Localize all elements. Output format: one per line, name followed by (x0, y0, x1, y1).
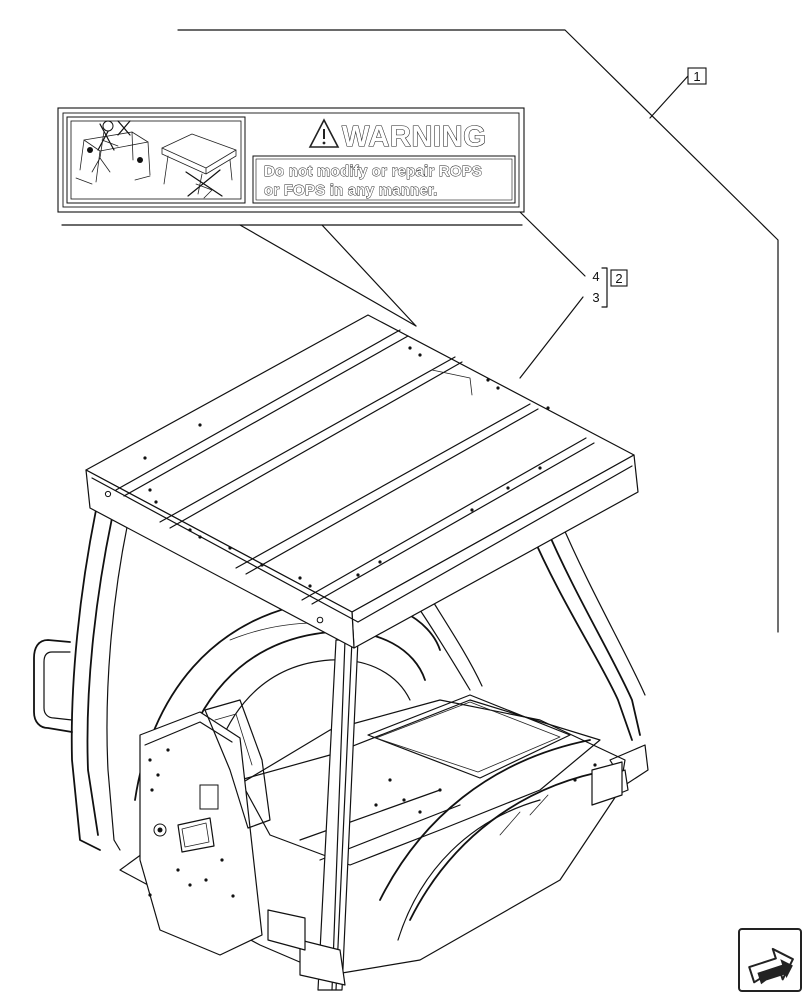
warning-title: WARNING (342, 121, 486, 153)
canopy-crossed-out-icon (161, 133, 237, 199)
callout-3-number: 3 (592, 290, 599, 305)
callout-4-number: 4 (592, 269, 599, 284)
rops-cab-frame (33, 314, 649, 991)
callout-4[interactable]: 4 (592, 269, 599, 284)
warning-heading: WARNING (308, 118, 486, 154)
welder-crossed-out-icon (75, 120, 151, 185)
callout-1[interactable]: 1 (687, 67, 707, 85)
roof-holes (104, 346, 550, 624)
callout-3[interactable]: 3 (592, 290, 599, 305)
next-page-arrow-icon (748, 947, 794, 985)
callout-3-4-leaders (61, 211, 586, 379)
next-page-button[interactable] (738, 928, 802, 992)
callout-1-leader (177, 29, 779, 633)
warning-message-line-1: Do not modify or repair ROPS (264, 163, 482, 180)
callout-bracket (601, 267, 608, 308)
warning-message-line-2: or FOPS in any manner. (264, 182, 438, 199)
callout-2[interactable]: 2 (610, 269, 628, 287)
warning-decal: WARNING Do not modify or repair ROPS or … (57, 107, 525, 213)
callout-2-number: 2 (615, 271, 622, 286)
callout-1-number: 1 (693, 69, 700, 84)
